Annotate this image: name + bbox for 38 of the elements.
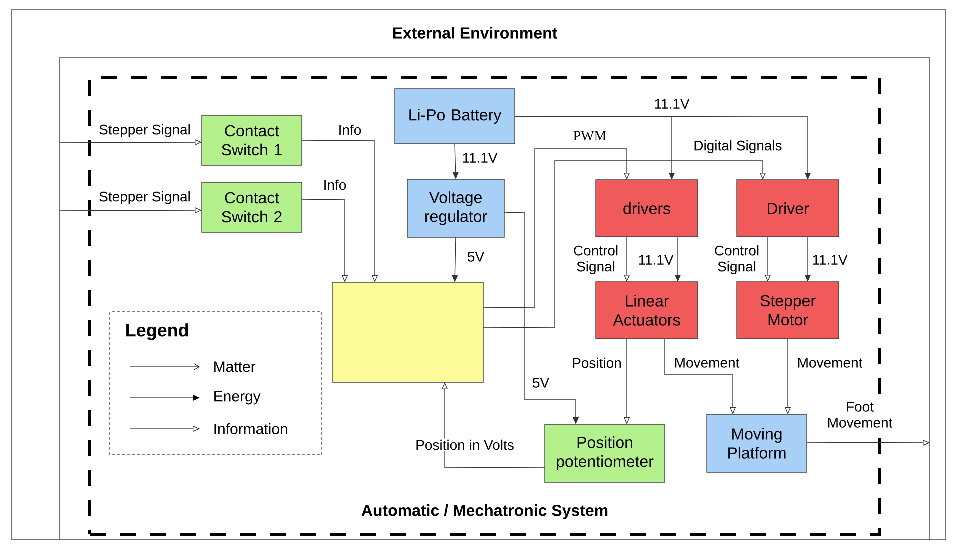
edge-label: 5V [531,377,551,389]
battery-box: Li-Po Battery [394,88,516,144]
process-box: drivers [596,180,698,238]
edge-label: 11.1V [461,152,499,164]
edge-label: Stepper Signal [98,190,192,206]
legend-item: Energy [130,391,261,405]
legend-item: Information [130,424,288,434]
edge-label: 11.1V [637,254,675,266]
edge-label: Control Signal [569,244,623,276]
edge-label: PWM [572,130,608,142]
edge-label: Movement [673,357,741,369]
frame-heading: External Environment [393,27,558,39]
legend-heading: Legend [126,324,188,340]
edge-label: 11.1V [811,254,849,266]
arrow [483,160,766,328]
legend-item: Matter [130,362,256,372]
process-box: Moving Platform [706,414,808,473]
edge-label: Movement [796,357,864,369]
process-box: Voltage regulator [407,179,505,238]
edge-label: Info [322,178,348,192]
process-box: Linear Actuators [596,282,698,340]
process-box: Driver [736,180,840,238]
edge-label: Position in Volts [414,438,516,452]
edge-label: Info [337,124,363,136]
controller-box [332,282,484,383]
arrow [483,148,630,308]
process-box: Position potentiometer [544,424,666,483]
boundary-heading: Automatic / Mechatronic System [362,504,608,520]
process-box: Stepper Motor [736,282,840,340]
edge-label: 5V [466,251,486,263]
edge-label: Stepper Signal [98,123,192,139]
process-box: Contact Switch 2 [202,182,302,233]
edge-label: 11.1V [653,98,691,110]
edge-label: Foot Movement [819,401,901,429]
process-box: Contact Switch 1 [202,115,302,166]
edge-label: Position [571,356,623,370]
edge-label: Digital Signals [692,139,784,155]
edge-label: Control Signal [710,244,764,276]
